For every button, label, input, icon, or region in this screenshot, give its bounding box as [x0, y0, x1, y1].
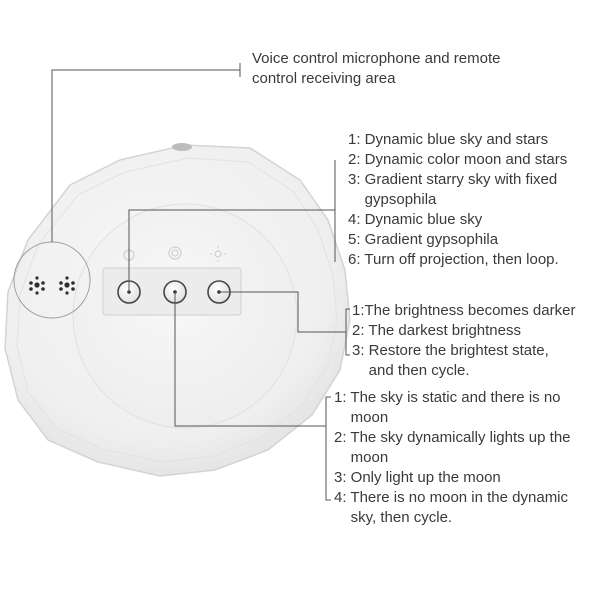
- moon-icon: [168, 246, 182, 260]
- mode-line: 5: Gradient gypsophila: [348, 231, 499, 248]
- moon-line: 4: There is no moon in the dynamic: [334, 489, 569, 506]
- brightness-line: 3: Restore the brightest state,: [352, 342, 549, 359]
- moon-line: moon: [334, 449, 389, 466]
- moon-leader-bracket: [325, 396, 331, 501]
- microphone-callout-text: Voice control microphone and remote cont…: [252, 49, 500, 89]
- mic-leader-line: [51, 69, 240, 242]
- mic-label-line-1: Voice control microphone and remote: [252, 50, 501, 67]
- mode-button-callout-text: 1: Dynamic blue sky and stars 2: Dynamic…: [348, 130, 567, 270]
- mode-line: 3: Gradient starry sky with fixed: [348, 171, 558, 188]
- microphone-holes-icon: [29, 276, 75, 295]
- moon-button-callout-text: 1: The sky is static and there is no moo…: [334, 388, 571, 528]
- brightness-leader-bracket: [345, 308, 350, 356]
- top-nub: [172, 143, 192, 151]
- mode-leader-line: [128, 209, 335, 292]
- mode-line: 6: Turn off projection, then loop.: [348, 251, 559, 268]
- mode-line: gypsophila: [348, 191, 437, 208]
- brightness-line: 2: The darkest brightness: [352, 322, 521, 339]
- brightness-button-callout-text: 1:The brightness becomes darker 2: The d…: [352, 301, 575, 381]
- brightness-icon: [210, 246, 226, 262]
- brightness-leader-line: [219, 291, 346, 333]
- moon-leader-line: [174, 292, 326, 427]
- mode-line: 2: Dynamic color moon and stars: [348, 151, 568, 168]
- moon-line: moon: [334, 409, 389, 426]
- mode-line: 4: Dynamic blue sky: [348, 211, 483, 228]
- control-dial: [72, 203, 298, 429]
- brightness-line: 1:The brightness becomes darker: [352, 302, 576, 319]
- moon-line: 2: The sky dynamically lights up the: [334, 429, 571, 446]
- mode-line: 1: Dynamic blue sky and stars: [348, 131, 549, 148]
- mic-label-line-2: control receiving area: [252, 70, 396, 87]
- moon-line: sky, then cycle.: [334, 509, 453, 526]
- brightness-line: and then cycle.: [352, 362, 470, 379]
- device-facets: [16, 157, 338, 463]
- moon-line: 3: Only light up the moon: [334, 469, 501, 486]
- moon-line: 1: The sky is static and there is no: [334, 389, 561, 406]
